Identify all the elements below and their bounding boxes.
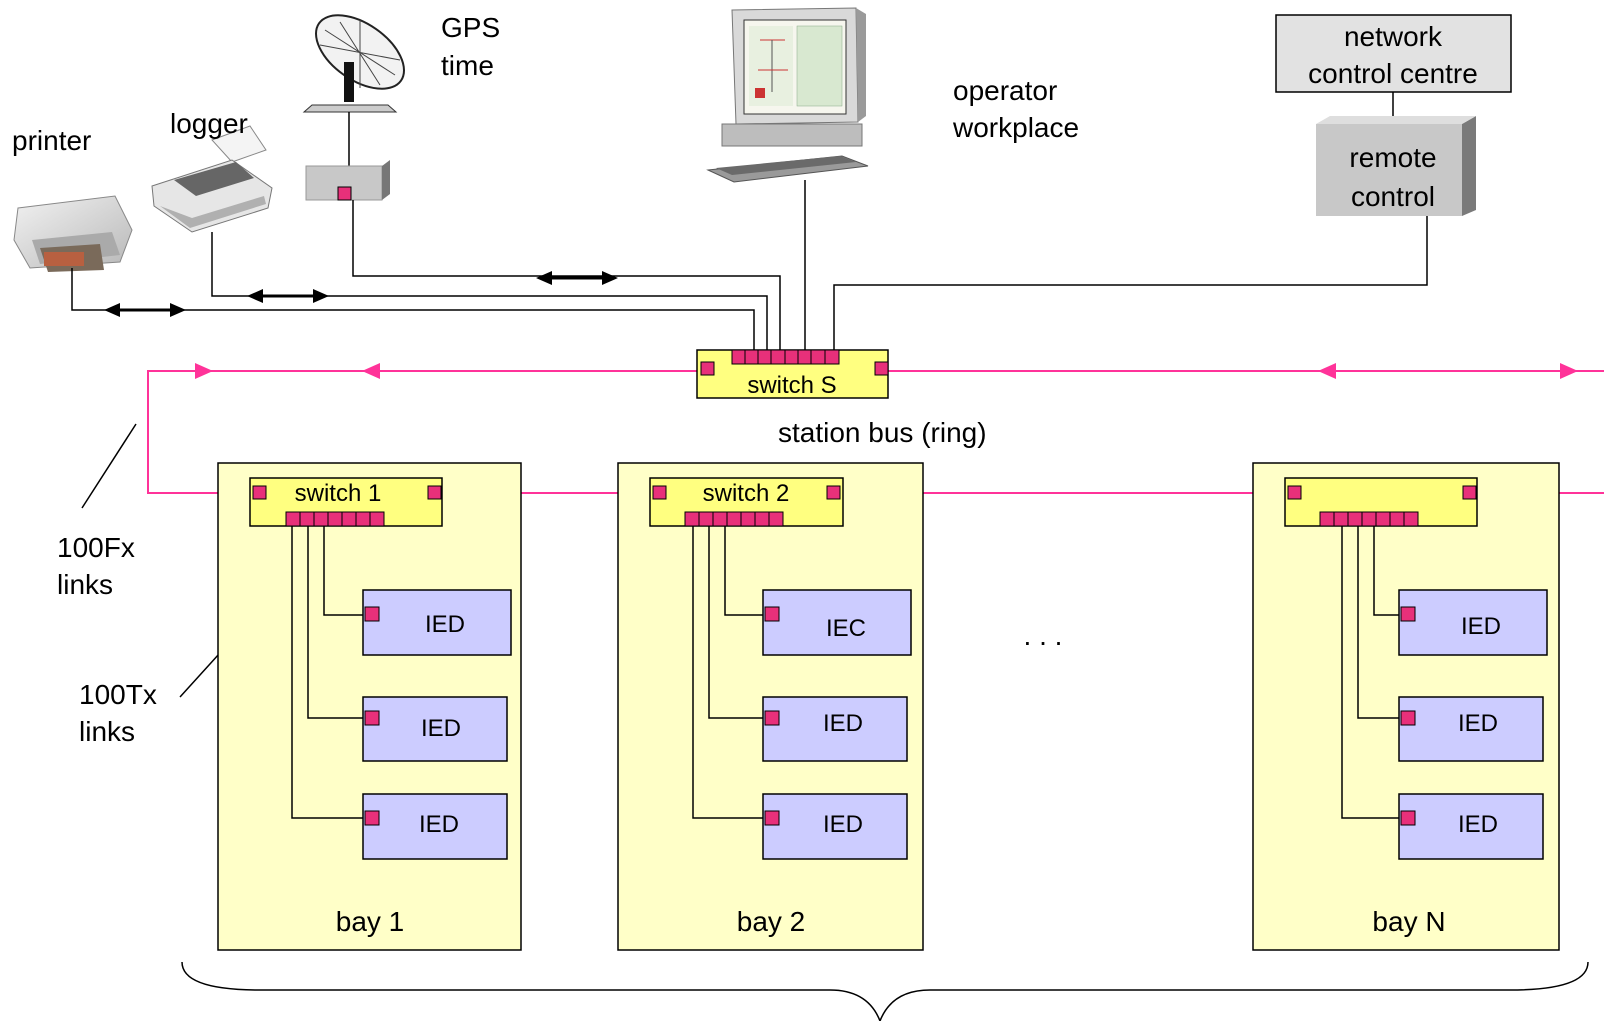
bay-ellipsis: . . . <box>1024 620 1063 651</box>
bays-grouping-brace <box>181 961 1589 1021</box>
bay-2-ied-2-label: IED <box>823 710 863 737</box>
bay-2-ied-3 <box>762 793 908 860</box>
printer-icon <box>13 195 133 272</box>
bay-n-ied-2-label: IED <box>1458 710 1498 737</box>
remote-control-box: remote control <box>1316 116 1476 216</box>
remote-label-line2: control <box>1351 181 1435 212</box>
bay-2-ied-3-label: IED <box>823 811 863 838</box>
bay-n-ied-3-label: IED <box>1458 811 1498 838</box>
bay-1-ied-2-label: IED <box>421 715 461 742</box>
remote-label-line1: remote <box>1349 142 1436 173</box>
operator-workstation-icon <box>706 7 869 183</box>
tx-links-label-line2: links <box>79 716 135 747</box>
printer-label: printer <box>12 125 91 156</box>
bay-2-ied-1 <box>762 589 912 656</box>
gps-receiver-icon <box>305 160 390 201</box>
bay-n: IED IED IED bay N <box>1252 462 1560 951</box>
bay-1-ied-3-label: IED <box>419 811 459 838</box>
bay-2-label: bay 2 <box>737 906 806 937</box>
bay-2-wires <box>692 526 763 819</box>
bay-2-ied-2 <box>762 696 908 762</box>
bay-1-ied-1-label: IED <box>425 611 465 638</box>
gps-label-line2: time <box>441 50 494 81</box>
bay-1-ied-2 <box>362 696 508 762</box>
bay-1-wires <box>291 526 363 819</box>
ncc-label-line2: control centre <box>1308 58 1478 89</box>
bay-1-ied-3 <box>362 793 508 860</box>
gps-label-line1: GPS <box>441 12 500 43</box>
gps-satellite-icon <box>302 14 405 166</box>
bay-n-ied-1 <box>1398 589 1548 656</box>
bidirectional-arrows <box>104 271 618 317</box>
bay-2-ied-1-label: IEC <box>826 615 866 642</box>
logger-label: logger <box>170 108 248 139</box>
bay-2-switch-label: switch 2 <box>703 480 790 507</box>
fx-link-pointer <box>81 423 137 509</box>
logger-icon <box>151 125 273 233</box>
bay-n-ied-2 <box>1398 696 1544 762</box>
network-control-centre-box: network control centre <box>1275 14 1512 93</box>
fx-links-label-line2: links <box>57 569 113 600</box>
bay-1: switch 1 IED IED IED bay 1 <box>217 462 522 951</box>
ncc-label-line1: network <box>1344 21 1443 52</box>
operator-label-line1: operator <box>953 75 1057 106</box>
bay-n-ied-3 <box>1398 793 1544 860</box>
bay-1-ied-1 <box>362 589 512 656</box>
tx-links-label-line1: 100Tx <box>79 679 157 710</box>
bay-n-ied-1-label: IED <box>1461 613 1501 640</box>
bay-1-label: bay 1 <box>336 906 405 937</box>
station-bus-label: station bus (ring) <box>778 417 987 448</box>
peripheral-connections <box>71 180 1428 356</box>
bay-1-switch-label: switch 1 <box>295 480 382 507</box>
operator-label-line2: workplace <box>952 112 1079 143</box>
ring-direction-arrows <box>195 363 1578 379</box>
bay-n-wires <box>1341 526 1399 819</box>
bay-2: switch 2 IEC IED IED bay 2 <box>617 462 924 951</box>
switch-s-label: switch S <box>747 372 836 399</box>
bay-n-label: bay N <box>1372 906 1445 937</box>
station-switch-s: switch S <box>696 349 889 399</box>
fx-links-label-line1: 100Fx <box>57 532 135 563</box>
